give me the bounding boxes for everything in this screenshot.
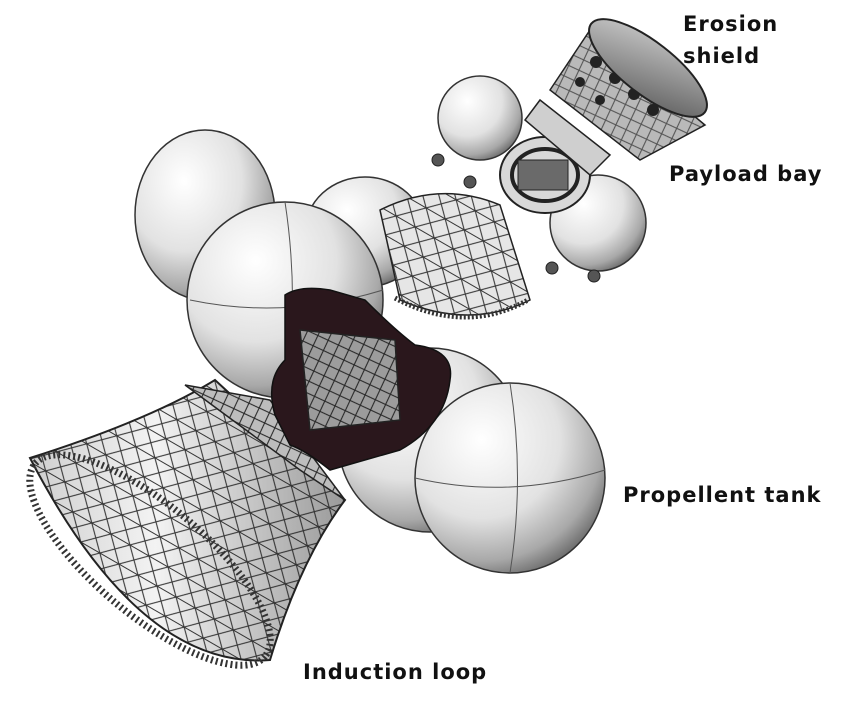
erosion-shield-label-line2: shield <box>683 40 778 72</box>
erosion-shield-label: Erosion shield <box>683 8 778 72</box>
payload-bay-label: Payload bay <box>669 158 822 190</box>
propellent-tank-label: Propellent tank <box>623 479 822 511</box>
induction-loop-label: Induction loop <box>303 656 487 688</box>
erosion-shield-label-line1: Erosion <box>683 8 778 40</box>
central-truss <box>380 194 530 317</box>
